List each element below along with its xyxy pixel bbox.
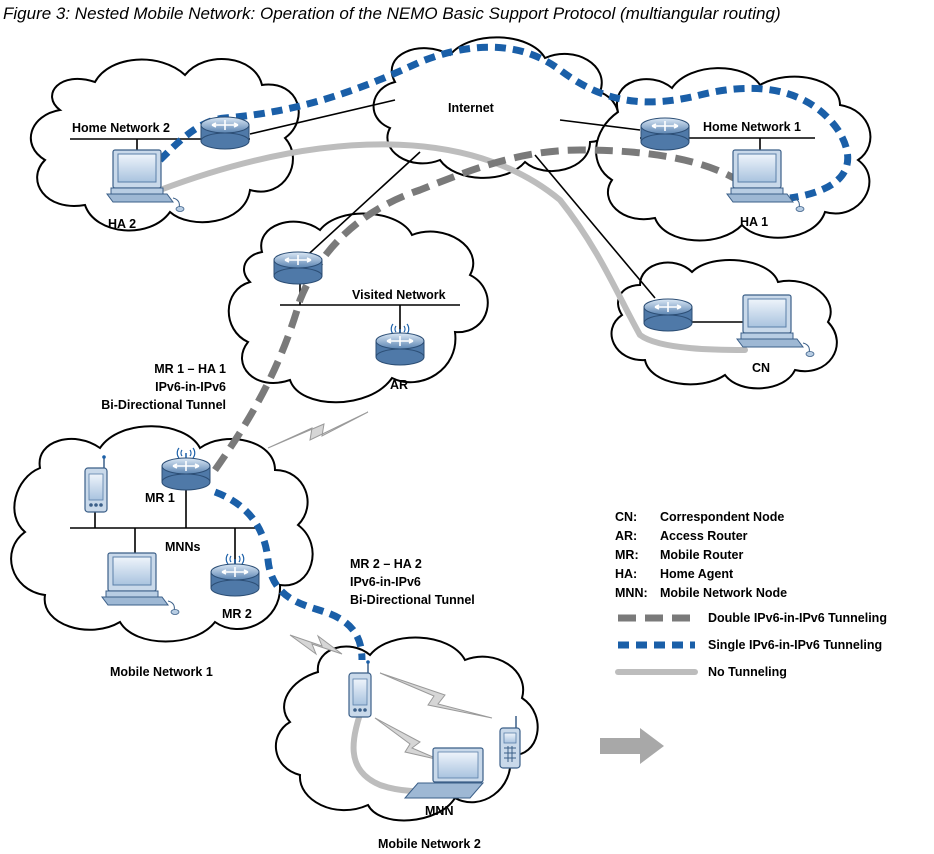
cn-router-icon [643, 298, 693, 332]
next-arrow-icon [600, 728, 664, 764]
mobile-network-1-label: Mobile Network 1 [110, 665, 213, 679]
mobile-network-1-cloud [10, 425, 314, 643]
ar-label: AR [390, 378, 408, 392]
home-network-2-router-icon [200, 116, 250, 150]
legend-line-label: No Tunneling [708, 665, 787, 679]
cn-label: CN [752, 361, 770, 375]
wireless-links [267, 411, 493, 761]
home-network-2-cloud [29, 58, 300, 232]
internet-label: Internet [448, 101, 495, 115]
mr2-ha2-tunnel-label: MR 2 – HA 2 IPv6-in-IPv6 Bi-Directional … [350, 557, 475, 607]
double-tunnel-path [212, 146, 748, 473]
tunnel-label-line: IPv6-in-IPv6 [350, 575, 421, 589]
visited-network-label: Visited Network [352, 288, 446, 302]
legend-meaning: Home Agent [660, 567, 734, 581]
legend-meaning: Mobile Router [660, 548, 743, 562]
mnn-label: MNN [425, 804, 453, 818]
visited-network-router-icon [273, 251, 323, 285]
ha2-label: HA 2 [108, 217, 136, 231]
tunnel-label-line: MR 1 – HA 1 [154, 362, 226, 376]
mr2-label: MR 2 [222, 607, 252, 621]
legend-line-label: Single IPv6-in-IPv6 Tunneling [708, 638, 882, 652]
mobile-network-2-label: Mobile Network 2 [378, 837, 481, 851]
legend-line-label: Double IPv6-in-IPv6 Tunneling [708, 611, 887, 625]
cn-network-cloud [610, 259, 838, 390]
legend-abbr: MNN: [615, 586, 648, 600]
legend-abbr: HA: [615, 567, 637, 581]
legend-meaning: Mobile Network Node [660, 586, 787, 600]
visited-network-cloud [227, 212, 489, 404]
mnns-label: MNNs [165, 540, 200, 554]
mr1-ha1-tunnel-label: MR 1 – HA 1 IPv6-in-IPv6 Bi-Directional … [101, 362, 226, 412]
mr1-label: MR 1 [145, 491, 175, 505]
legend-abbr: AR: [615, 529, 637, 543]
tunnel-label-line: IPv6-in-IPv6 [155, 380, 226, 394]
mobile-phone-icon [499, 716, 521, 769]
single-tunnel-path [157, 43, 852, 661]
tunnel-label-line: Bi-Directional Tunnel [350, 593, 475, 607]
legend-meaning: Access Router [660, 529, 748, 543]
home-network-1-router-icon [640, 117, 690, 151]
legend-abbr: MR: [615, 548, 639, 562]
legend-abbr: CN: [615, 510, 637, 524]
legend-meaning: Correspondent Node [660, 510, 784, 524]
mr1-router-icon [161, 457, 211, 491]
mr2-router-icon [210, 563, 260, 597]
no-tunnel-path [157, 141, 748, 353]
home-network-1-label: Home Network 1 [703, 120, 801, 134]
figure-title: Figure 3: Nested Mobile Network: Operati… [3, 4, 781, 23]
internet-cloud [372, 36, 620, 179]
ha1-label: HA 1 [740, 215, 768, 229]
tunnel-label-line: MR 2 – HA 2 [350, 557, 422, 571]
home-network-2-label: Home Network 2 [72, 121, 170, 135]
ar-router-icon [375, 332, 425, 366]
laptop-icon [403, 747, 485, 799]
tunnel-label-line: Bi-Directional Tunnel [101, 398, 226, 412]
